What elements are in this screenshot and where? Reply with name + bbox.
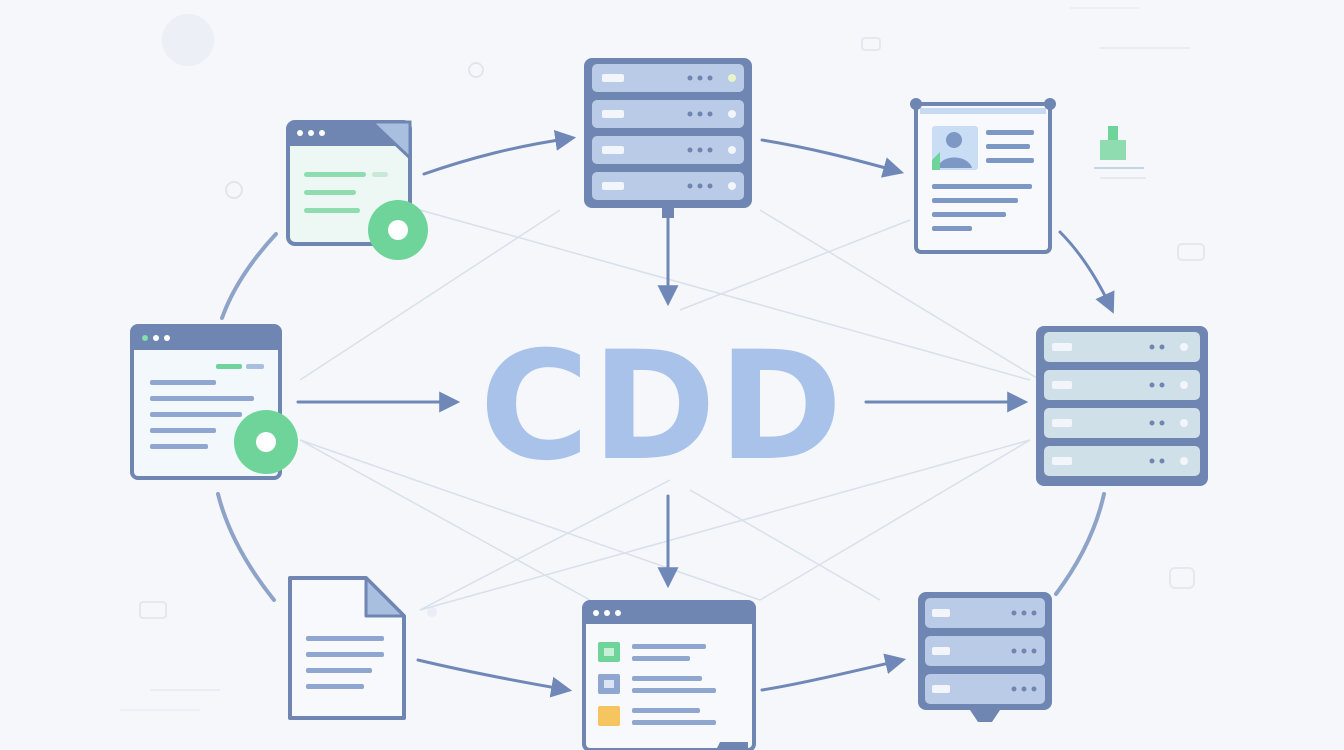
document-icon (288, 576, 406, 720)
arrow-doc-to-server (422, 129, 577, 176)
list-window-icon (582, 600, 756, 750)
background-decorations (120, 7, 1205, 711)
server-icon (584, 58, 752, 218)
arrow-list-to-server (760, 653, 907, 692)
server-icon (918, 592, 1052, 722)
document-window-icon (286, 120, 428, 260)
arrow-doc-to-list (416, 658, 573, 698)
arrow-server-to-profile (760, 138, 905, 178)
faint-network-lines (299, 209, 1041, 611)
arrow-profile-to-server (1058, 230, 1115, 314)
user-avatar-icon (932, 132, 972, 170)
outer-loop (216, 232, 1106, 602)
decorative-stand-icon (1094, 126, 1144, 169)
profile-card-icon (910, 98, 1056, 254)
diagram-title: CDD (479, 320, 844, 494)
arrows (296, 129, 1115, 698)
browser-window-icon (130, 324, 298, 480)
server-icon (1036, 326, 1208, 486)
